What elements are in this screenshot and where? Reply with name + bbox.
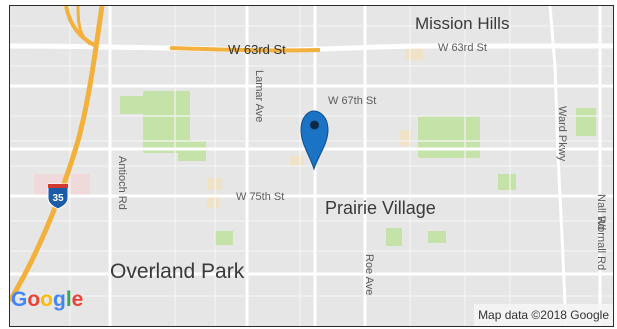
map-canvas[interactable]: 35	[10, 6, 614, 327]
logo-letter: o	[27, 288, 41, 311]
street-ward: Ward Pkwy	[556, 106, 568, 162]
place-overland-park: Overland Park	[110, 260, 245, 283]
map-view[interactable]: 35 Mission Hills Prairie Village Overlan…	[9, 5, 614, 327]
shield-number: 35	[52, 193, 64, 204]
logo-letter: l	[65, 288, 72, 311]
street-lamar: Lamar Ave	[253, 70, 265, 123]
street-roe: Roe Ave	[363, 254, 375, 296]
street-antioch: Antioch Rd	[116, 156, 128, 210]
interstate-ramp	[64, 6, 97, 48]
interstate-ramp-2	[76, 6, 91, 46]
w63-road-highlight	[169, 46, 321, 53]
logo-letter: g	[53, 288, 66, 311]
location-pin-icon[interactable]	[300, 110, 329, 171]
google-logo[interactable]: Google	[11, 288, 83, 312]
park-areas	[120, 91, 596, 246]
map-attribution[interactable]: Map data ©2018 Google	[474, 304, 613, 326]
place-mission-hills: Mission Hills	[415, 14, 510, 33]
street-wornall: Wornall Rd	[595, 216, 607, 271]
interstate-shield-icon: 35	[47, 183, 69, 210]
street-w67: W 67th St	[328, 95, 377, 107]
logo-letter: o	[40, 288, 53, 311]
street-w75: W 75th St	[236, 191, 285, 203]
street-w63-minor: W 63rd St	[438, 42, 487, 54]
interstate-35	[10, 6, 105, 303]
logo-letter: G	[11, 288, 28, 311]
place-prairie-village: Prairie Village	[325, 198, 436, 218]
logo-letter: e	[71, 288, 84, 311]
street-w63-major: W 63rd St	[228, 42, 286, 57]
arterial-roads	[10, 6, 613, 326]
